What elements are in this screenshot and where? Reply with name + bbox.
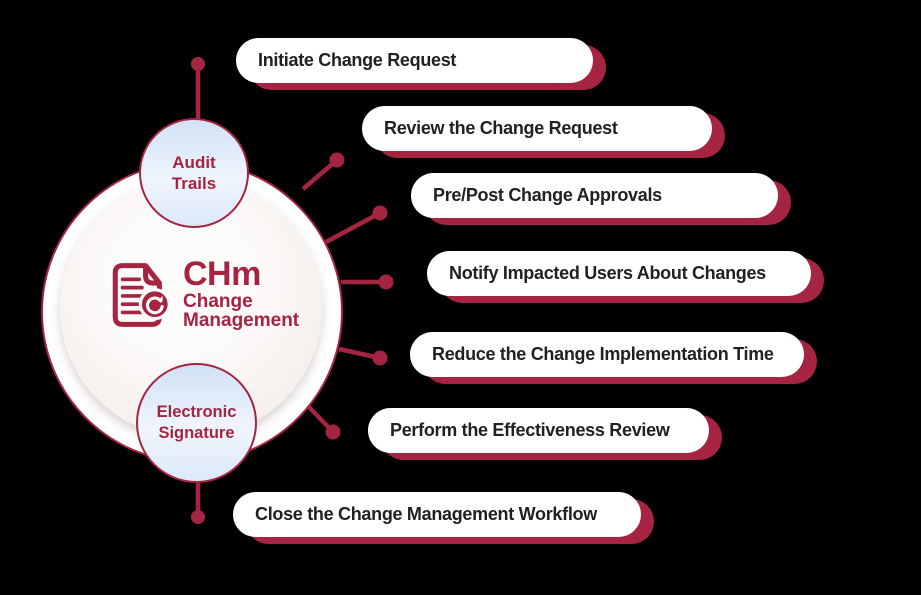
step-label: Pre/Post Change Approvals [433, 185, 662, 205]
step-pill-notify-impacted-users: Notify Impacted Users About Changes [427, 251, 811, 296]
connector-step-4 [341, 274, 394, 290]
step-pill-pre-post-change-approvals: Pre/Post Change Approvals [411, 173, 778, 218]
step-pill-reduce-implementation-time: Reduce the Change Implementation Time [410, 332, 804, 377]
connector-dot-4 [378, 274, 394, 290]
connector-dot-6 [325, 424, 341, 440]
center-name-line1: Change [183, 291, 253, 312]
connector-dot-7 [191, 510, 205, 524]
central-text: CHm Change Management [183, 256, 299, 330]
connector-dot-1 [191, 57, 205, 71]
audit-trails-label-line2: Trails [171, 174, 217, 193]
connector-step-5 [338, 346, 388, 366]
step-label: Initiate Change Request [258, 50, 457, 70]
connector-step-1 [191, 57, 205, 122]
step-pill-review-change-request: Review the Change Request [362, 106, 712, 151]
connector-step-7 [191, 479, 205, 524]
connector-step-3 [324, 205, 388, 244]
step-pill-close-workflow: Close the Change Management Workflow [233, 492, 641, 537]
electronic-signature-label-line2: Signature [158, 424, 235, 442]
connector-step-2 [301, 152, 345, 191]
central-label-group: CHm Change Management [108, 256, 299, 330]
center-name-line2: Management [183, 310, 300, 331]
electronic-signature-label-line1: Electronic [156, 403, 237, 421]
step-label: Close the Change Management Workflow [255, 504, 597, 524]
connector-dot-5 [372, 350, 388, 366]
step-pill-perform-effectiveness-review: Perform the Effectiveness Review [368, 408, 709, 453]
step-label: Notify Impacted Users About Changes [449, 263, 766, 283]
connector-dot-3 [372, 205, 388, 221]
satellite-audit-trails: Audit Trails [139, 118, 249, 228]
step-label: Review the Change Request [384, 118, 618, 138]
connector-dot-2 [329, 152, 345, 168]
center-abbr: CHm [183, 255, 261, 293]
audit-trails-label-line1: Audit [172, 153, 216, 172]
satellite-electronic-signature: Electronic Signature [136, 363, 257, 483]
step-label: Perform the Effectiveness Review [390, 420, 670, 440]
document-refresh-icon [112, 263, 171, 327]
step-label: Reduce the Change Implementation Time [432, 344, 774, 364]
connector-step-6 [306, 404, 341, 440]
step-pill-initiate-change-request: Initiate Change Request [236, 38, 593, 83]
